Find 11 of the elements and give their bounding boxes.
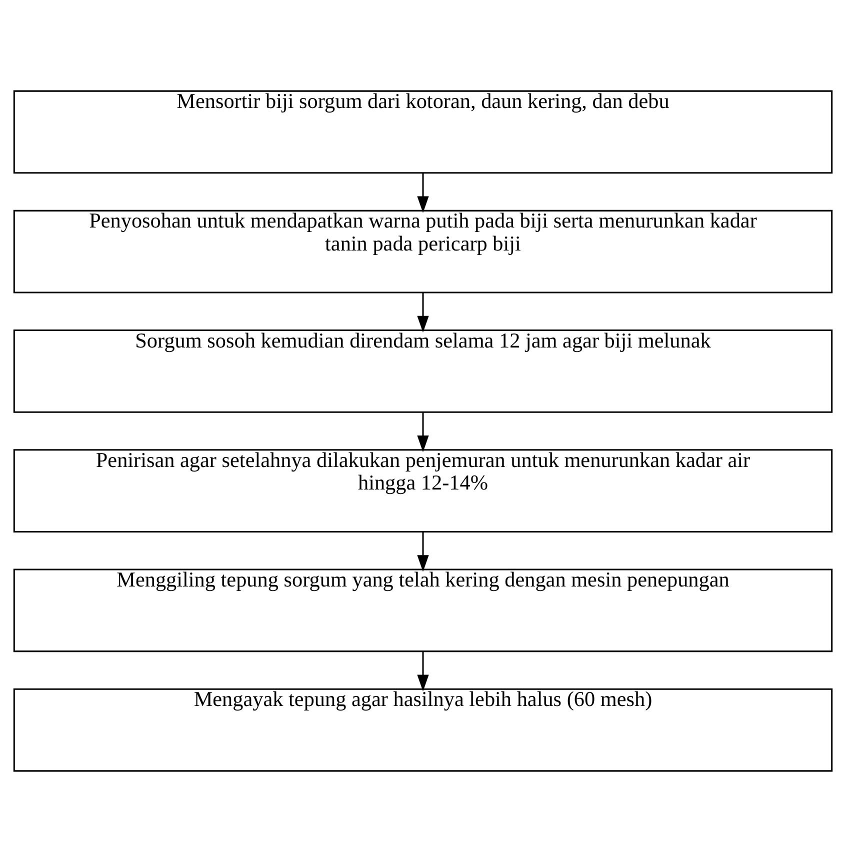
arrow — [417, 172, 429, 212]
node-box: Penirisan agar setelahnya dilakukan penjemuran untuk menurunkan kadar air hingga 12-14% — [13, 448, 833, 532]
node-box: Penyosohan untuk mendapatkan warna putih pada biji serta menurunkan kadar tanin pada pericarp biji — [13, 209, 833, 293]
arrow — [417, 292, 429, 332]
node-box: Sorgum sosoh kemudian direndam selama 12 jam agar biji melunak — [13, 329, 833, 412]
node-box: Mensortir biji sorgum dari kotoran, daun kering, dan debu — [13, 90, 833, 174]
arrow — [417, 412, 429, 452]
node-box: Mengayak tepung agar hasilnya lebih halus (60 mesh) — [13, 688, 833, 772]
arrow — [417, 650, 429, 691]
node-box: Menggiling tepung sorgum yang telah kering dengan mesin penepungan — [13, 568, 833, 652]
arrow — [417, 531, 429, 572]
